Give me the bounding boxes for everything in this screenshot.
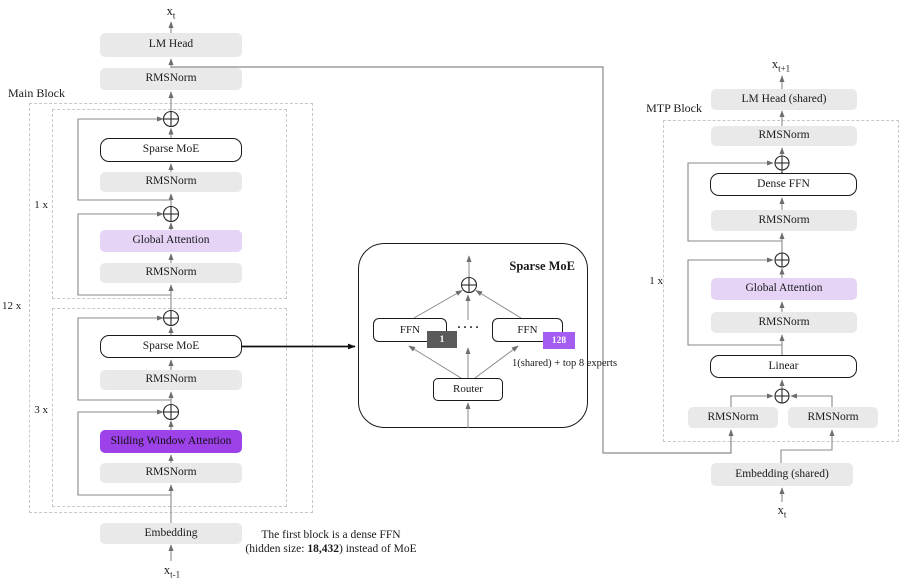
- rmsnorm-box: RMSNorm: [711, 126, 857, 146]
- sparse-moe-box-2: Sparse MoE: [100, 335, 242, 358]
- dense-ffn-box: Dense FFN: [710, 173, 857, 196]
- add-icon: [162, 403, 180, 421]
- add-icon: [460, 276, 478, 294]
- footnote-line2: (hidden size: 18,432) instead of MoE: [245, 543, 417, 555]
- add-icon: [162, 110, 180, 128]
- sparse-moe-box: Sparse MoE: [100, 138, 242, 162]
- expert-index-last-badge: 128: [543, 332, 575, 349]
- add-icon: [774, 388, 790, 404]
- experts-selection-note: 1(shared) + top 8 experts: [512, 358, 618, 369]
- mtp-block-border: [663, 120, 899, 442]
- moe-detail-title: Sparse MoE: [509, 259, 575, 273]
- rmsnorm-box-right: RMSNorm: [788, 407, 878, 428]
- lm-head-shared-box: LM Head (shared): [711, 89, 857, 110]
- sliding-window-attention-box: Sliding Window Attention: [100, 430, 242, 453]
- add-icon: [774, 155, 790, 171]
- rmsnorm-box: RMSNorm: [100, 68, 242, 90]
- footnote: The first block is a dense FFN (hidden s…: [240, 528, 422, 556]
- embedding-shared-box: Embedding (shared): [711, 463, 853, 486]
- router-box: Router: [433, 378, 503, 401]
- repeat-12x-label: 12 x: [2, 300, 22, 312]
- main-to-mtp-wire: [171, 66, 734, 454]
- mtp-global-attention-box: Global Attention: [711, 278, 857, 300]
- mtp-input-token: xt: [777, 503, 787, 520]
- repeat-3x-label: 3 x: [34, 404, 48, 416]
- ffn-expert-last-box: FFN: [492, 318, 563, 342]
- rmsnorm-box-left: RMSNorm: [688, 407, 778, 428]
- mtp-output-token: xt+1: [771, 57, 791, 74]
- sparse-moe-detail-box: [358, 243, 588, 428]
- add-icons: [162, 110, 790, 421]
- rmsnorm-box: RMSNorm: [100, 370, 242, 390]
- rmsnorm-box: RMSNorm: [711, 312, 857, 333]
- rmsnorm-box: RMSNorm: [100, 263, 242, 283]
- rmsnorm-box: RMSNorm: [711, 210, 857, 231]
- rmsnorm-box: RMSNorm: [100, 172, 242, 192]
- moe-internal-wires: [408, 255, 522, 428]
- add-icon: [774, 252, 790, 268]
- rmsnorm-box: RMSNorm: [100, 463, 242, 483]
- experts-ellipsis: ····: [456, 320, 481, 334]
- main-residual-wires: [77, 116, 171, 496]
- main-block-label: Main Block: [8, 86, 65, 100]
- add-icon: [162, 205, 180, 223]
- repeat-1x-label: 1 x: [34, 199, 48, 211]
- sliding-attn-layer-border: [52, 308, 287, 507]
- add-icon: [162, 309, 180, 327]
- mtp-residual-wires: [687, 160, 782, 346]
- main-output-token: xt: [166, 4, 176, 21]
- mtp-repeat-1x-label: 1 x: [649, 275, 663, 287]
- mtp-flow-arrows: [730, 75, 835, 502]
- embedding-box: Embedding: [100, 523, 242, 544]
- global-attn-layer-border: [52, 109, 287, 299]
- mtp-block-label: MTP Block: [646, 101, 702, 115]
- footnote-line1: The first block is a dense FFN: [261, 529, 401, 541]
- linear-box: Linear: [710, 355, 857, 378]
- expert-index-first-badge: 1: [427, 331, 457, 348]
- lm-head-box: LM Head: [100, 33, 242, 57]
- main-input-token: xt-1: [163, 563, 181, 580]
- global-attention-box: Global Attention: [100, 230, 242, 252]
